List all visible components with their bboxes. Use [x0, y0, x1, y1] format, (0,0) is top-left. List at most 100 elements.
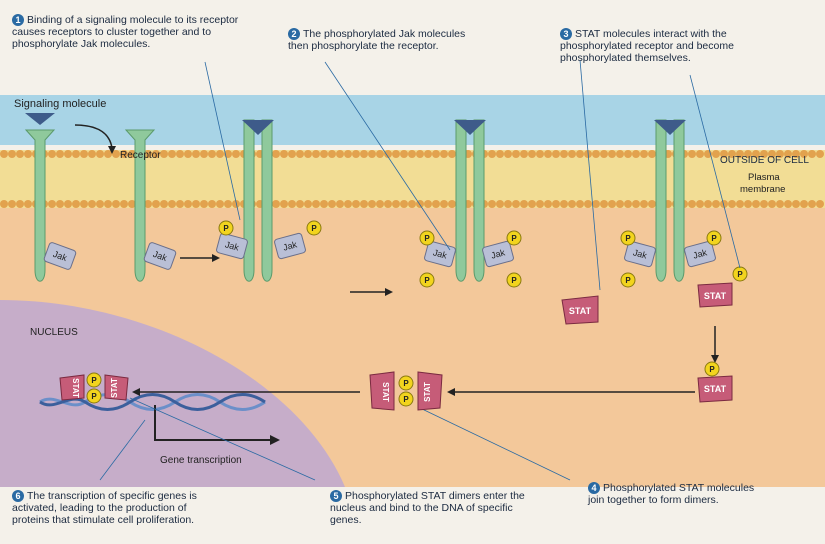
- membrane-bead: [624, 200, 632, 208]
- membrane-bead: [272, 150, 280, 158]
- membrane-bead: [304, 150, 312, 158]
- phosphate-label: P: [91, 392, 97, 401]
- membrane-bead: [544, 150, 552, 158]
- membrane-bead: [792, 200, 800, 208]
- receptor-chain: [244, 120, 254, 281]
- membrane-bead: [320, 150, 328, 158]
- membrane-bead: [160, 200, 168, 208]
- membrane-bead: [208, 150, 216, 158]
- membrane-bead: [816, 150, 824, 158]
- membrane-bead: [376, 200, 384, 208]
- membrane-bead: [624, 150, 632, 158]
- stat-label: STAT: [704, 291, 727, 301]
- membrane-bead: [176, 150, 184, 158]
- membrane-bead: [696, 150, 704, 158]
- membrane-bead: [80, 150, 88, 158]
- membrane-bead: [696, 200, 704, 208]
- membrane-bead: [376, 150, 384, 158]
- membrane-bead: [56, 200, 64, 208]
- membrane-bead: [416, 150, 424, 158]
- phosphate-label: P: [511, 234, 517, 243]
- stat-nucleus-label-left: STAT: [71, 378, 80, 398]
- phosphate-label: P: [311, 224, 317, 233]
- membrane-bead: [600, 200, 608, 208]
- membrane-bead: [272, 200, 280, 208]
- stat-label-free: STAT: [569, 306, 592, 316]
- membrane-bead: [576, 150, 584, 158]
- plasma-label: Plasma: [748, 172, 780, 183]
- membrane-bead: [64, 200, 72, 208]
- membrane-bead: [280, 200, 288, 208]
- membrane-bead: [328, 200, 336, 208]
- outside-of-cell-label: OUTSIDE OF CELL: [720, 155, 809, 166]
- membrane-bead: [16, 150, 24, 158]
- membrane-bead: [544, 200, 552, 208]
- phosphate-label: P: [625, 234, 631, 243]
- membrane-bead: [336, 150, 344, 158]
- membrane-bead: [344, 150, 352, 158]
- membrane-bead: [768, 200, 776, 208]
- membrane-bead: [336, 200, 344, 208]
- membrane-label: membrane: [740, 184, 785, 195]
- membrane-bead: [640, 200, 648, 208]
- membrane-bead: [424, 200, 432, 208]
- membrane-bead: [752, 200, 760, 208]
- membrane-bead: [600, 150, 608, 158]
- membrane-bead: [552, 150, 560, 158]
- membrane-bead: [560, 150, 568, 158]
- stat-dimer-label-right: STAT: [423, 382, 432, 402]
- membrane-bead: [568, 150, 576, 158]
- membrane-bead: [176, 200, 184, 208]
- membrane-bead: [528, 150, 536, 158]
- membrane-bead: [8, 150, 16, 158]
- membrane-bead: [344, 200, 352, 208]
- membrane-bead: [192, 200, 200, 208]
- membrane-bead: [688, 150, 696, 158]
- membrane-bead: [648, 200, 656, 208]
- membrane-bead: [520, 150, 528, 158]
- step-6-number: 6: [12, 490, 24, 502]
- step-3-number: 3: [560, 28, 572, 40]
- membrane-bead: [760, 200, 768, 208]
- step-1-text: Binding of a signaling molecule to its r…: [12, 14, 238, 50]
- caption-step-1: 1Binding of a signaling molecule to its …: [12, 14, 242, 50]
- membrane-bead: [168, 200, 176, 208]
- membrane-bead: [88, 200, 96, 208]
- membrane-bead: [560, 200, 568, 208]
- stat-monomer-unphosphorylated: STAT: [562, 296, 598, 324]
- phosphate-label: P: [403, 379, 409, 388]
- membrane-bead: [592, 200, 600, 208]
- membrane-bead: [312, 200, 320, 208]
- membrane-bead: [616, 200, 624, 208]
- receptor-chain: [474, 120, 484, 281]
- membrane-bead: [488, 150, 496, 158]
- membrane-bead: [360, 150, 368, 158]
- gene-transcription-label: Gene transcription: [160, 455, 242, 466]
- membrane-bead: [152, 200, 160, 208]
- step-3-text: STAT molecules interact with the phospho…: [560, 28, 734, 64]
- membrane-bead: [0, 200, 8, 208]
- membrane-bead: [304, 200, 312, 208]
- stat-nucleus-label-right: STAT: [110, 378, 119, 398]
- membrane-bead: [216, 150, 224, 158]
- membrane-bead: [704, 200, 712, 208]
- membrane-bead: [80, 200, 88, 208]
- membrane-bead: [112, 200, 120, 208]
- membrane-bead: [400, 200, 408, 208]
- membrane-bead: [736, 200, 744, 208]
- membrane-bead: [288, 200, 296, 208]
- step-5-number: 5: [330, 490, 342, 502]
- caption-step-2: 2The phosphorylated Jak molecules then p…: [288, 28, 488, 52]
- phosphate-label: P: [625, 276, 631, 285]
- membrane-bead: [224, 200, 232, 208]
- membrane-bead: [520, 200, 528, 208]
- membrane-bead: [280, 150, 288, 158]
- membrane-bead: [776, 200, 784, 208]
- membrane-bead: [296, 200, 304, 208]
- membrane-bead: [24, 200, 32, 208]
- membrane-bead: [184, 150, 192, 158]
- caption-step-4: 4Phosphorylated STAT molecules join toge…: [588, 482, 758, 506]
- membrane-bead: [64, 150, 72, 158]
- phosphate-label: P: [711, 234, 717, 243]
- nucleus-label: NUCLEUS: [30, 327, 78, 338]
